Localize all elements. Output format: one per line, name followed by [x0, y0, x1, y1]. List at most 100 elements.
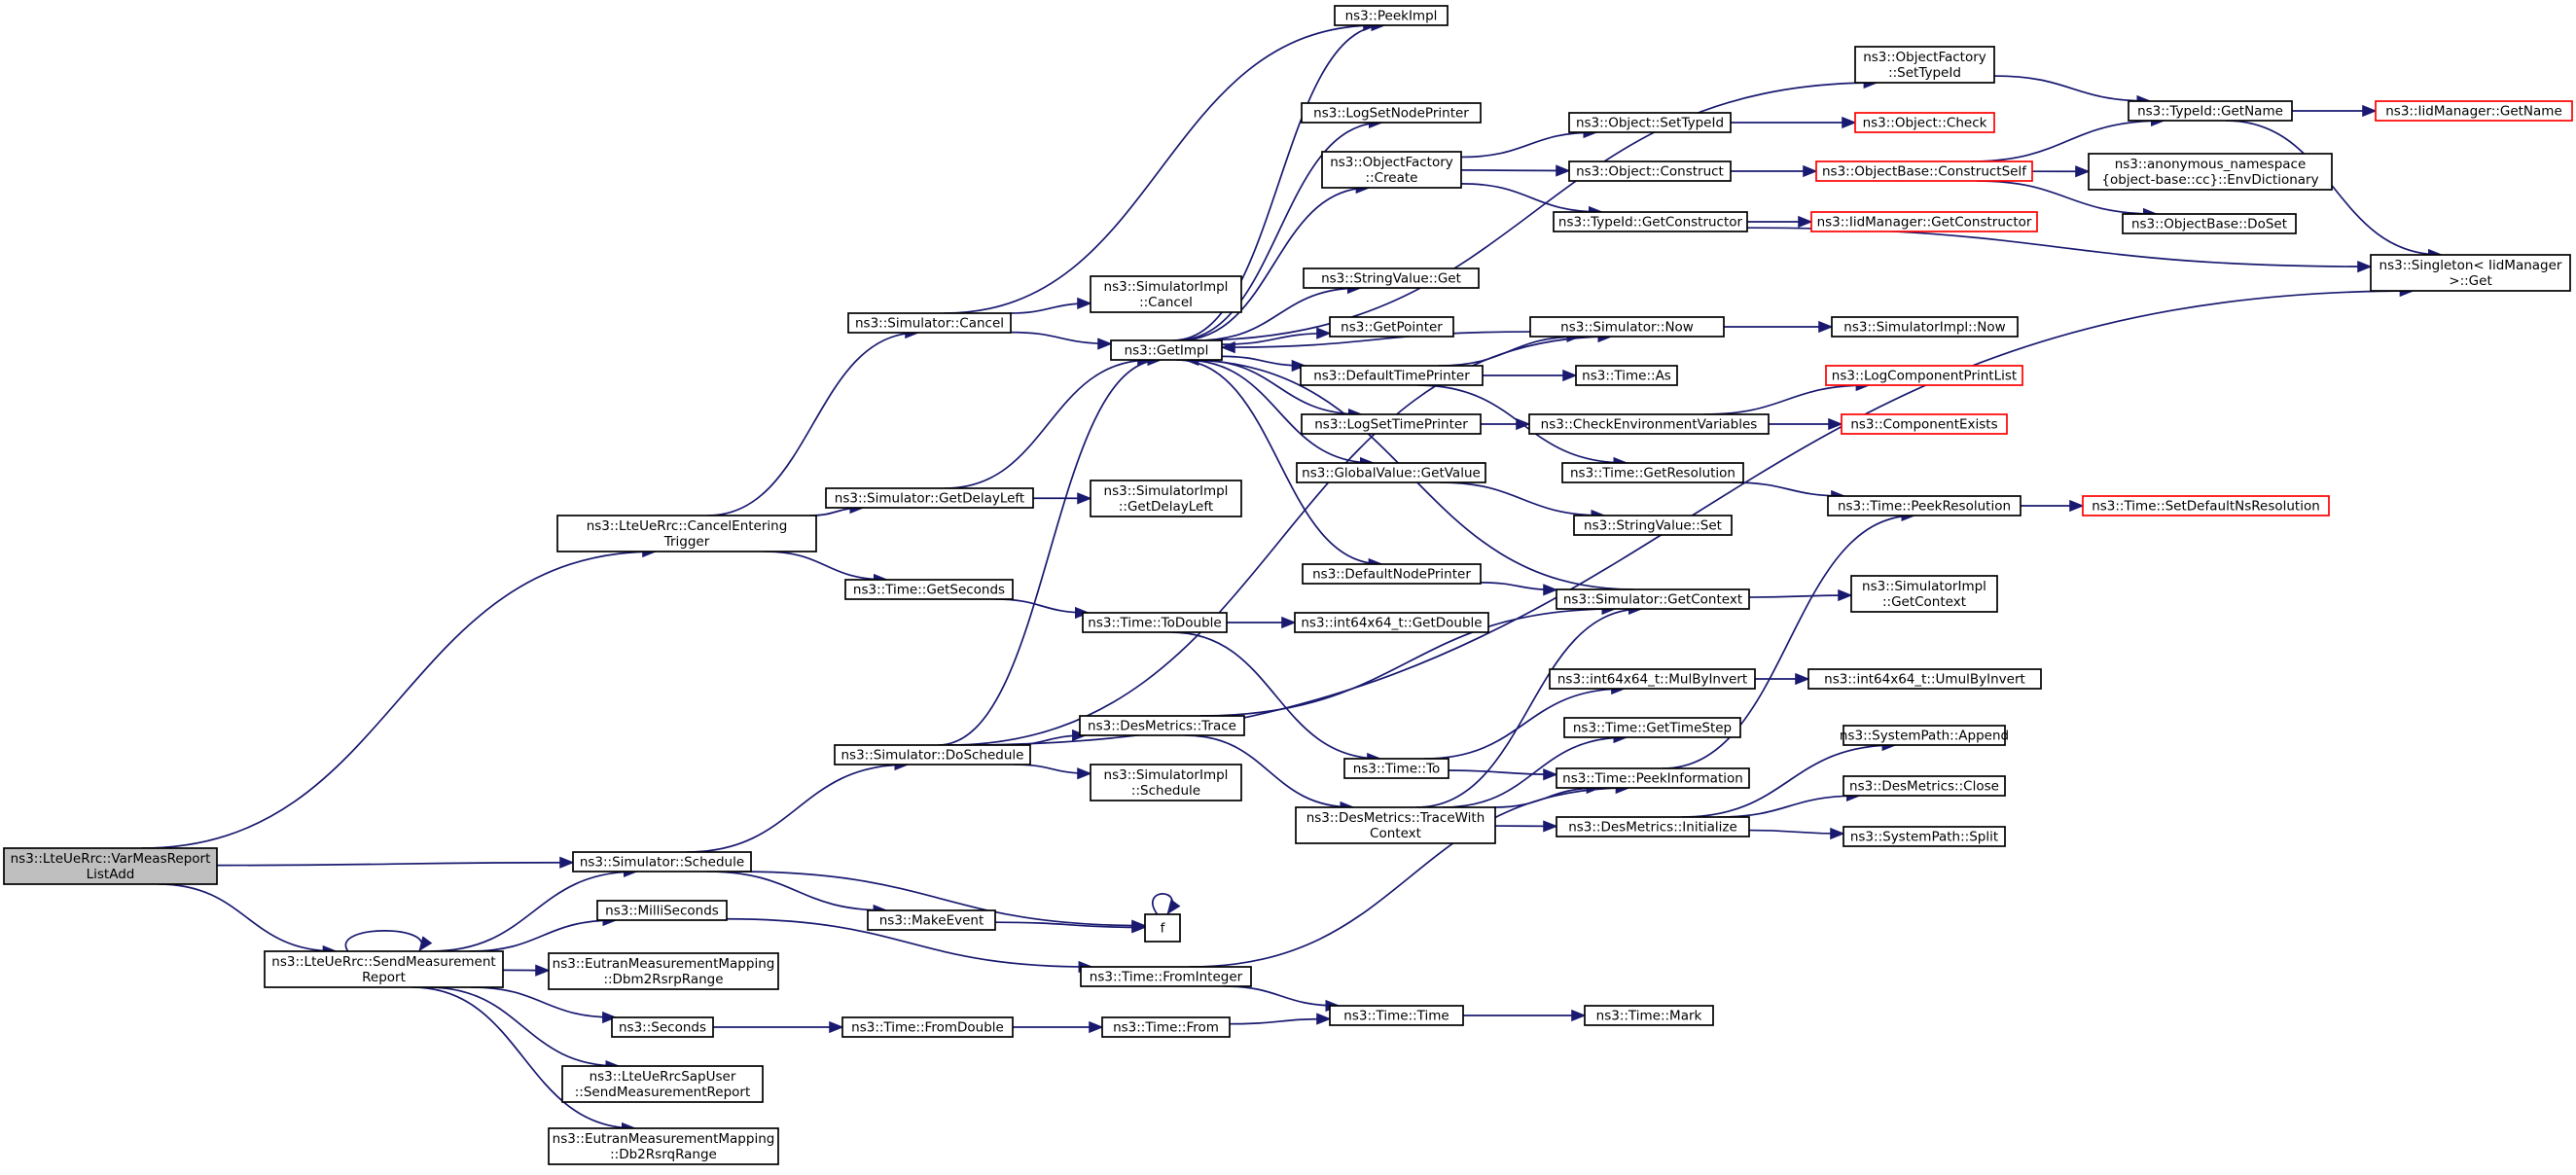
node-simGetCtx[interactable]: ns3::Simulator::GetContext [1556, 588, 1750, 610]
node-checkEnv[interactable]: ns3::CheckEnvironmentVariables [1528, 413, 1770, 435]
node-box [1301, 102, 1482, 124]
node-simNow[interactable]: ns3::Simulator::Now [1529, 316, 1725, 338]
node-box [1854, 46, 1995, 84]
node-logCompPrint[interactable]: ns3::LogComponentPrintList [1825, 365, 2023, 386]
node-label: ns3::Time::Mark [1596, 1009, 1702, 1024]
node-getResolution[interactable]: ns3::Time::GetResolution [1561, 462, 1744, 483]
node-implGetDelayLeft[interactable]: ns3::SimulatorImpl::GetDelayLeft [1090, 480, 1242, 517]
node-makeEvent[interactable]: ns3::MakeEvent [867, 909, 996, 931]
node-getSeconds[interactable]: ns3::Time::GetSeconds [844, 579, 1014, 600]
node-layer: ns3::LteUeRrc::VarMeasReportListAddns3::… [3, 5, 2573, 1165]
node-logSetTime[interactable]: ns3::LogSetTimePrinter [1301, 413, 1482, 435]
node-implNow[interactable]: ns3::SimulatorImpl::Now [1831, 316, 2019, 338]
edge-milliSeconds-to-fromInteger [726, 917, 1093, 974]
node-implGetCtx[interactable]: ns3::SimulatorImpl::GetContext [1850, 575, 1998, 613]
node-seconds[interactable]: ns3::Seconds [611, 1016, 714, 1038]
node-label: ns3::Time::SetDefaultNsResolution [2092, 499, 2320, 515]
node-gvGetValue[interactable]: ns3::GlobalValue::GetValue [1296, 462, 1486, 483]
node-toDouble[interactable]: ns3::Time::ToDouble [1082, 612, 1228, 633]
node-timeTime[interactable]: ns3::Time::Time [1329, 1005, 1464, 1026]
edge-getImpl-to-logSetNode [1175, 116, 1384, 341]
node-box [264, 950, 504, 988]
node-label: ns3::int64x64_t::UmulByInvert [1824, 672, 2025, 688]
node-desInit[interactable]: ns3::DesMetrics::Initialize [1556, 816, 1750, 837]
node-getDelayLeft[interactable]: ns3::Simulator::GetDelayLeft [825, 487, 1034, 509]
node-spAppend[interactable]: ns3::SystemPath::Append [1840, 725, 2009, 746]
node-fromInteger[interactable]: ns3::Time::FromInteger [1080, 966, 1252, 987]
node-implSchedule[interactable]: ns3::SimulatorImpl::Schedule [1090, 764, 1242, 801]
node-getImpl[interactable]: ns3::GetImpl [1110, 339, 1223, 361]
node-peekResolution[interactable]: ns3::Time::PeekResolution [1827, 495, 2021, 516]
node-label: ns3::StringValue::Get [1321, 271, 1461, 287]
node-timeAs[interactable]: ns3::Time::As [1575, 365, 1678, 386]
node-defNodePrinter[interactable]: ns3::DefaultNodePrinter [1302, 563, 1482, 585]
node-label: ns3::Simulator::DoSchedule [841, 748, 1024, 764]
edge-toDouble-to-timeTo [1170, 631, 1382, 766]
node-box [1556, 816, 1750, 837]
edge-getImpl-to-ofCreate [1178, 181, 1371, 341]
node-logSetNode[interactable]: ns3::LogSetNodePrinter [1301, 102, 1482, 124]
node-label: ns3::EutranMeasurementMapping [553, 1131, 775, 1147]
node-iidGetName[interactable]: ns3::IidManager::GetName [2375, 100, 2573, 122]
node-setDefaultNs[interactable]: ns3::Time::SetDefaultNsResolution [2082, 495, 2330, 516]
node-desTrace[interactable]: ns3::DesMetrics::Trace [1079, 715, 1245, 736]
node-obDoSet[interactable]: ns3::ObjectBase::DoSet [2122, 213, 2297, 234]
node-doSchedule[interactable]: ns3::Simulator::DoSchedule [834, 744, 1031, 766]
node-dbm2Rsrp[interactable]: ns3::EutranMeasurementMapping::Dbm2RsrpR… [548, 952, 779, 990]
node-label: ns3::Time::PeekResolution [1838, 499, 2011, 515]
edge-traceWithCtx-to-getTimeStep [1443, 730, 1628, 808]
node-timeMark[interactable]: ns3::Time::Mark [1584, 1005, 1714, 1026]
node-label: ns3::Time::To [1353, 762, 1441, 777]
node-label: ns3::SystemPath::Append [1840, 729, 2009, 744]
node-constructSelf[interactable]: ns3::ObjectBase::ConstructSelf [1815, 160, 2033, 182]
node-implCancel[interactable]: ns3::SimulatorImpl::Cancel [1090, 275, 1242, 313]
node-peekInfo[interactable]: ns3::Time::PeekInformation [1556, 767, 1750, 789]
node-label: ns3::DefaultNodePrinter [1312, 567, 1471, 583]
edge-root-to-cancelEntering [141, 545, 658, 849]
node-tidGetName[interactable]: ns3::TypeId::GetName [2128, 100, 2293, 122]
edge-fromInteger-to-peekInfo [1190, 781, 1630, 968]
node-sendMR[interactable]: ns3::LteUeRrc::SendMeasurementReport [264, 950, 504, 988]
node-label: ::Dbm2RsrpRange [603, 972, 723, 987]
node-getPointer[interactable]: ns3::GetPointer [1329, 316, 1454, 338]
node-iidGetCtor[interactable]: ns3::IidManager::GetConstructor [1810, 211, 2038, 232]
edge-ofSetTypeId-to-tidGetName [1993, 75, 2152, 108]
node-mulByInvert[interactable]: ns3::int64x64_t::MulByInvert [1549, 668, 1756, 690]
node-schedule[interactable]: ns3::Simulator::Schedule [572, 851, 752, 872]
node-label: ns3::CheckEnvironmentVariables [1541, 417, 1758, 433]
edge-getDelayLeft-to-getImpl [945, 353, 1153, 489]
node-ofSetTypeId[interactable]: ns3::ObjectFactory::SetTypeId [1854, 46, 1995, 84]
node-timeTo[interactable]: ns3::Time::To [1343, 758, 1449, 779]
node-compExists[interactable]: ns3::ComponentExists [1841, 413, 2008, 435]
node-sapSend[interactable]: ns3::LteUeRrcSapUser::SendMeasurementRep… [561, 1065, 764, 1103]
node-milliSeconds[interactable]: ns3::MilliSeconds [596, 900, 728, 921]
node-db2Rsrq[interactable]: ns3::EutranMeasurementMapping::Db2RsrqRa… [548, 1127, 779, 1165]
node-objConstruct[interactable]: ns3::Object::Construct [1568, 160, 1732, 182]
node-getTimeStep[interactable]: ns3::Time::GetTimeStep [1563, 717, 1741, 738]
node-label: {object-base::cc}::EnvDictionary [2101, 172, 2318, 188]
node-timeFrom[interactable]: ns3::Time::From [1101, 1016, 1231, 1038]
edge-root-to-sendMR [158, 883, 338, 958]
node-envDict[interactable]: ns3::anonymous_namespace{object-base::cc… [2088, 153, 2333, 191]
node-ofCreate[interactable]: ns3::ObjectFactory::Create [1321, 151, 1462, 189]
node-f[interactable]: f [1144, 913, 1181, 943]
node-spSplit[interactable]: ns3::SystemPath::Split [1843, 826, 2006, 847]
node-tidGetCtor[interactable]: ns3::TypeId::GetConstructor [1553, 211, 1748, 232]
node-svSet[interactable]: ns3::StringValue::Set [1573, 515, 1733, 536]
node-peekImpl[interactable]: ns3::PeekImpl [1334, 5, 1449, 26]
node-objSetTypeId[interactable]: ns3::Object::SetTypeId [1568, 112, 1732, 133]
node-desClose[interactable]: ns3::DesMetrics::Close [1843, 775, 2006, 797]
node-simCancel[interactable]: ns3::Simulator::Cancel [847, 312, 1012, 334]
node-svGet[interactable]: ns3::StringValue::Get [1303, 267, 1480, 289]
node-singletonGet[interactable]: ns3::Singleton< IidManager>::Get [2370, 254, 2571, 292]
node-fromDouble[interactable]: ns3::Time::FromDouble [841, 1016, 1014, 1038]
node-label: ns3::Time::ToDouble [1088, 616, 1221, 631]
node-getDouble[interactable]: ns3::int64x64_t::GetDouble [1294, 612, 1489, 633]
node-umulByInvert[interactable]: ns3::int64x64_t::UmulByInvert [1807, 668, 2042, 690]
node-objCheck[interactable]: ns3::Object::Check [1854, 112, 1995, 133]
node-label: ns3::LteUeRrc::SendMeasurement [271, 954, 495, 970]
node-defTimePrinter[interactable]: ns3::DefaultTimePrinter [1300, 365, 1484, 386]
